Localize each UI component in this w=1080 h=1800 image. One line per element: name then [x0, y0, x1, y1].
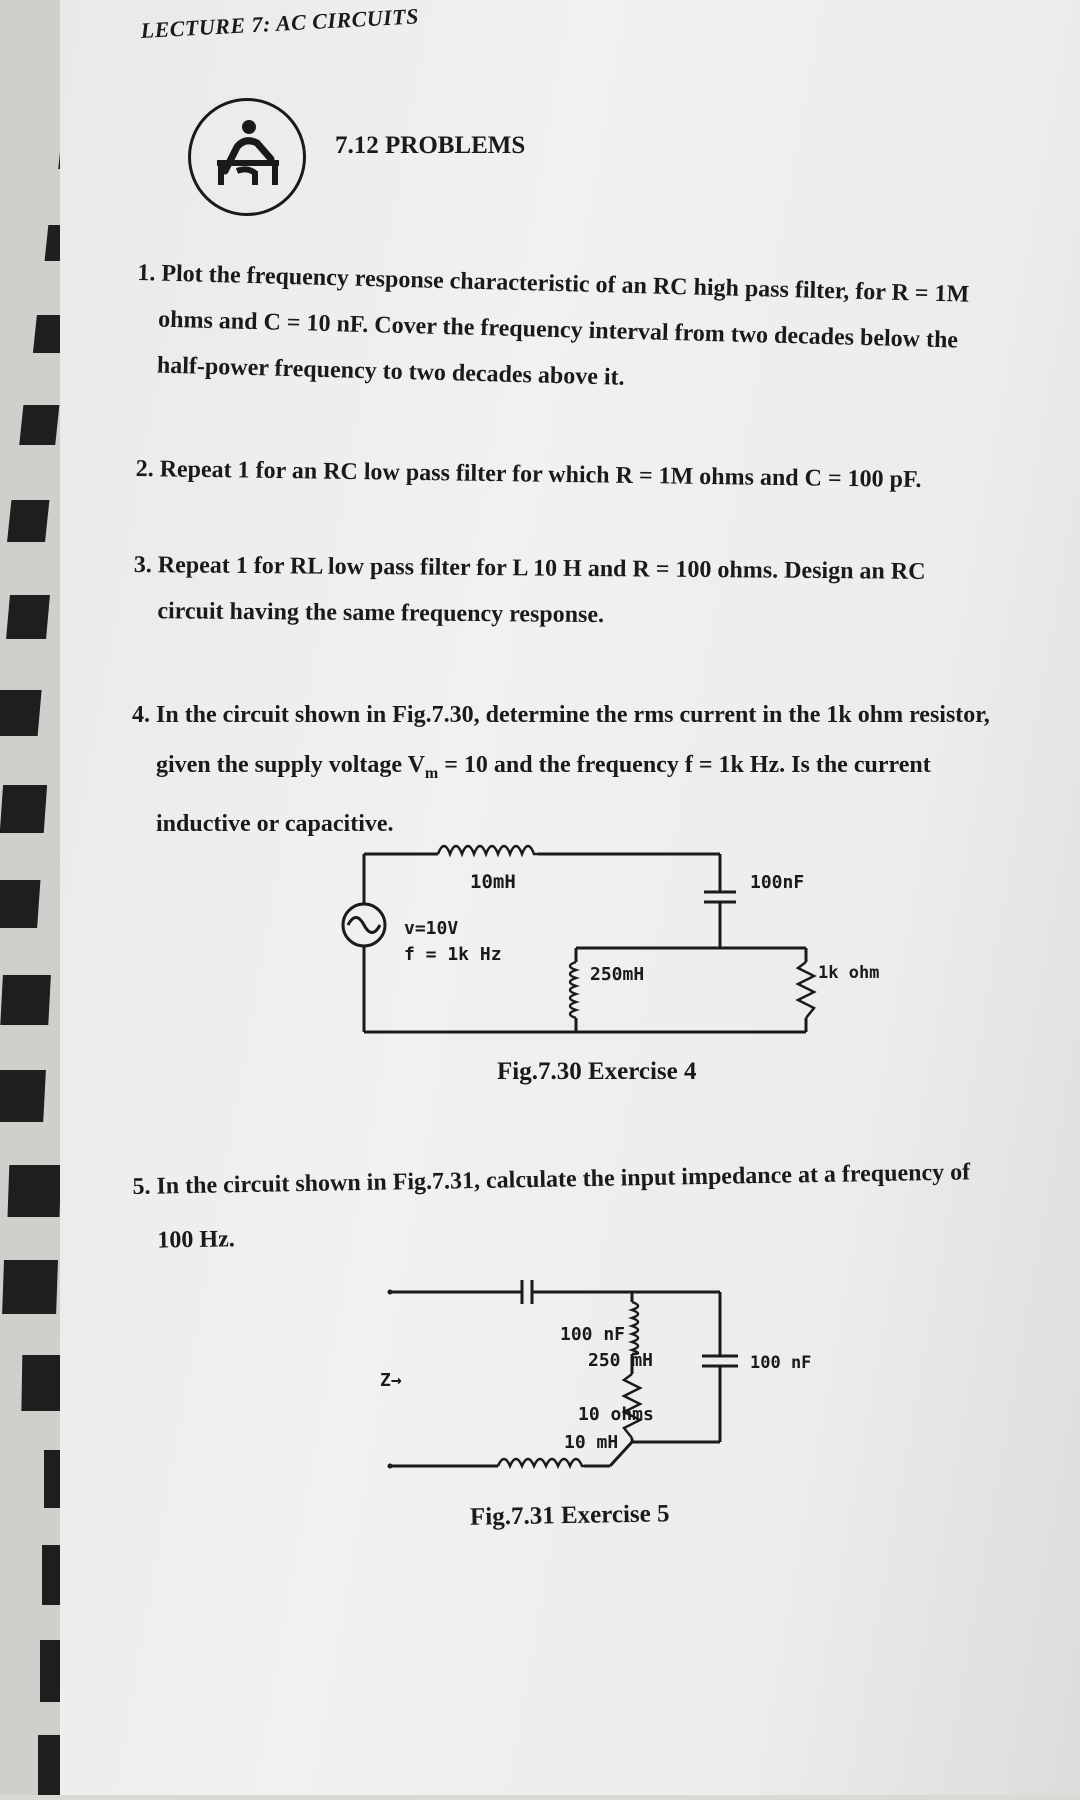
problem-1: 1. Plot the frequency response character…	[134, 250, 969, 410]
problem-number: 2.	[135, 455, 154, 483]
impedance-arrow-label: Z→	[380, 1370, 402, 1391]
textbook-page: LECTURE 7: AC CIRCUITS 7.12 PROBLEMS 1. …	[60, 0, 1080, 1795]
label-capacitor-series: 100 nF	[560, 1324, 625, 1345]
label-capacitor-right: 100 nF	[750, 1353, 811, 1373]
problem-number: 1.	[137, 259, 156, 287]
problem-4-line-3: inductive or capacitive.	[156, 810, 394, 837]
problem-2: 2. Repeat 1 for an RC low pass filter fo…	[135, 446, 921, 503]
problem-4: 4. In the circuit shown in Fig.7.30, det…	[132, 690, 990, 849]
problem-4-line-2: given the supply voltage Vm = 10 and the…	[156, 752, 931, 782]
figure-7-31-caption: Fig.7.31 Exercise 5	[469, 1500, 670, 1531]
section-title: 7.12 PROBLEMS	[335, 132, 526, 159]
problem-2-line-1: 2. Repeat 1 for an RC low pass filter fo…	[135, 455, 922, 493]
problem-3-line-1: 3. Repeat 1 for RL low pass filter for L…	[133, 551, 926, 585]
problem-4-line-1: 4. In the circuit shown in Fig.7.30, det…	[132, 702, 990, 728]
label-inductor-shunt: 250mH	[590, 964, 644, 985]
inductor-250mh-icon	[568, 960, 580, 1020]
inductor-250mh-icon	[628, 1300, 640, 1356]
resistor-1k-icon	[795, 961, 817, 1019]
label-inductor-bottom: 10 mH	[564, 1432, 618, 1453]
label-source-voltage: v=10V	[404, 918, 458, 939]
problem-3-line-2: circuit having the same frequency respon…	[157, 598, 605, 629]
ac-source-icon	[341, 902, 387, 948]
resistor-10-ohm-icon	[621, 1373, 643, 1439]
problem-3: 3. Repeat 1 for RL low pass filter for L…	[133, 542, 926, 641]
label-resistor: 10 ohms	[578, 1404, 654, 1425]
inductor-10mh-icon	[436, 844, 538, 858]
reader-at-desk-icon	[188, 98, 306, 216]
figure-7-30-caption: Fig.7.30 Exercise 4	[497, 1058, 697, 1085]
label-source-frequency: f = 1k Hz	[404, 944, 502, 965]
problem-5: 5. In the circuit shown in Fig.7.31, cal…	[132, 1145, 972, 1268]
figure-7-31-circuit: Z→ 100 nF 250 mH 10 ohms 10 mH 100 nF	[380, 1280, 811, 1470]
figure-7-30-circuit: 10mH v=10V f = 1k Hz 100nF 250mH 1k ohms	[341, 844, 880, 1034]
label-resistor: 1k ohms	[818, 963, 880, 983]
inductor-10mh-icon	[496, 1457, 584, 1470]
problem-number: 3.	[133, 551, 152, 579]
label-inductor-top: 10mH	[470, 871, 516, 893]
voltage-subscript: m	[424, 764, 439, 782]
lecture-header: LECTURE 7: AC CIRCUITS	[140, 3, 420, 43]
problem-number: 5.	[132, 1173, 151, 1200]
label-inductor-shunt: 250 mH	[588, 1350, 653, 1371]
problem-number: 4.	[132, 702, 150, 728]
label-capacitor: 100nF	[750, 872, 804, 893]
